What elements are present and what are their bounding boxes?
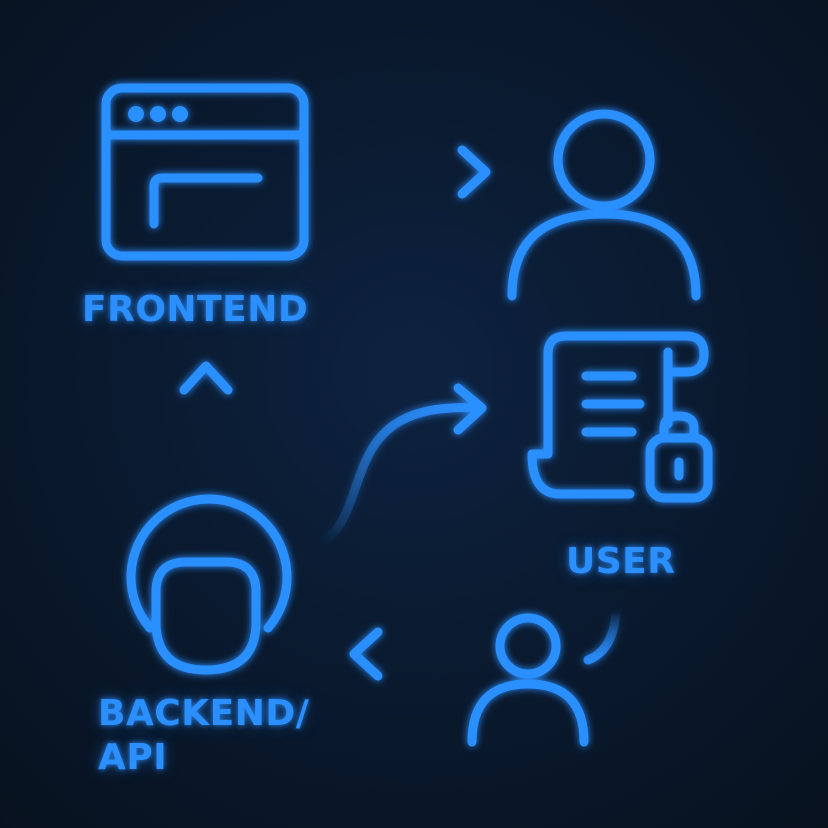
- user-label: USER: [566, 541, 676, 582]
- curved-arrow-backend-to-document: [317, 383, 487, 547]
- arrow-user-to-backend: [349, 627, 467, 681]
- backend-label-line2: API: [98, 737, 168, 778]
- backend-label-line1: BACKEND/: [98, 693, 310, 734]
- arrow-frontend-to-user: [365, 145, 491, 199]
- api-head-icon: [126, 494, 292, 675]
- backend-api-label: BACKEND/ API: [98, 692, 309, 780]
- frontend-label: FRONTEND: [82, 289, 309, 330]
- browser-window-icon: [101, 83, 309, 261]
- user-icon: [467, 613, 589, 747]
- arrow-backend-to-frontend: [179, 361, 233, 493]
- user-icon: [507, 109, 701, 301]
- document-lock-icon: [527, 331, 713, 503]
- connector-user-link: [583, 605, 621, 665]
